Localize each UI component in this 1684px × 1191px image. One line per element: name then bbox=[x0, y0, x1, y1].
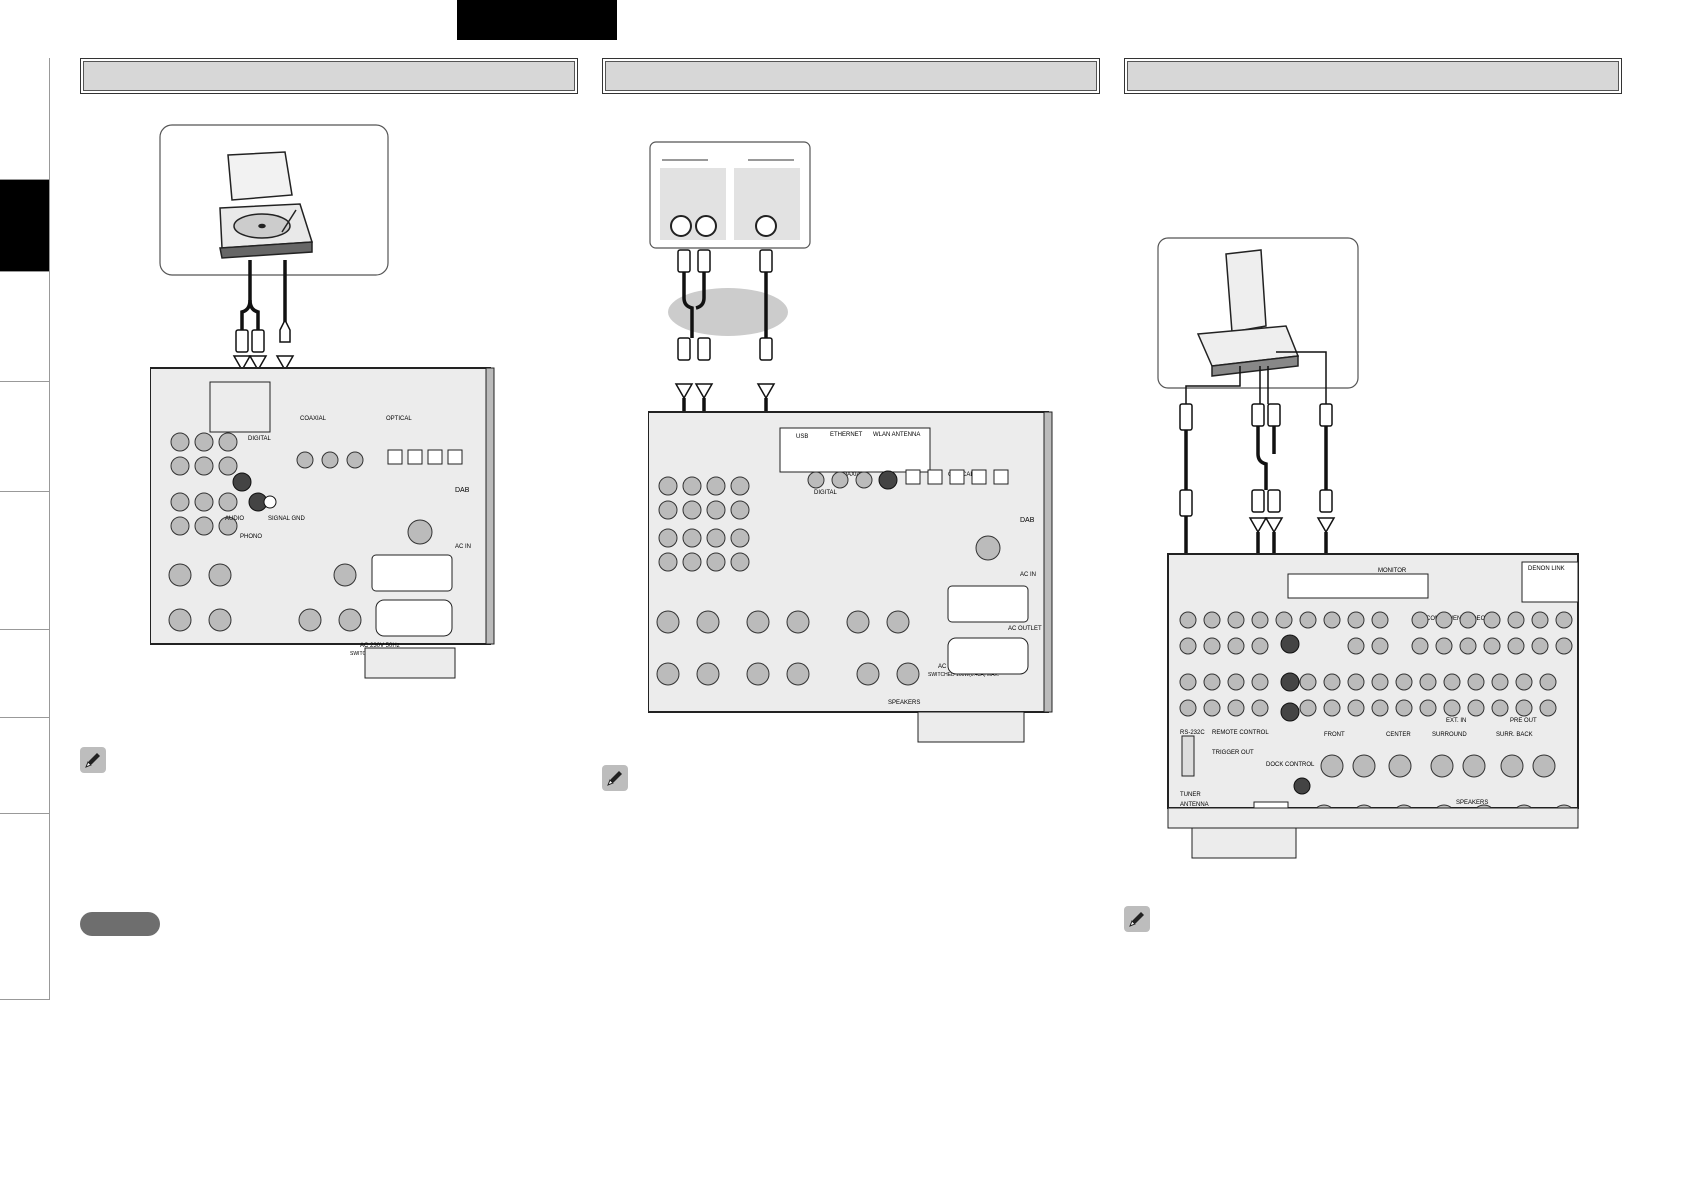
panel-label-usb: USB bbox=[796, 434, 808, 440]
panel-label-audio: AUDIO bbox=[225, 516, 244, 522]
panel-label-component-video: COMPONENT VIDEO bbox=[1426, 616, 1486, 622]
panel-label-ext-in: EXT. IN bbox=[1446, 718, 1466, 724]
panel-label-phono: PHONO bbox=[240, 534, 262, 540]
panel-label-coaxial-2: COAXIAL bbox=[838, 472, 865, 478]
panel-label-ac-rating: AC 230V 50Hz bbox=[360, 643, 400, 649]
side-tab-7[interactable] bbox=[0, 718, 50, 814]
panel-label-front: FRONT bbox=[1324, 732, 1345, 738]
top-section-tab[interactable] bbox=[457, 0, 617, 40]
panel-label-wlan: WLAN ANTENNA bbox=[873, 432, 920, 438]
panel-label-ac-in-2: AC IN bbox=[1020, 572, 1036, 578]
figure-coaxial-connection: USB ETHERNET WLAN ANTENNA COAXIAL OPTICA… bbox=[648, 141, 1053, 743]
panel-label-center: CENTER bbox=[1386, 732, 1411, 738]
section-header-1 bbox=[80, 58, 578, 94]
pencil-icon bbox=[80, 747, 106, 773]
panel-label-speakers-2: SPEAKERS bbox=[888, 700, 920, 706]
panel-label-digital: DIGITAL bbox=[248, 436, 272, 442]
side-tab-4[interactable] bbox=[0, 382, 50, 492]
panel-label-antenna: ANTENNA bbox=[1180, 802, 1209, 808]
panel-label-optical: OPTICAL bbox=[386, 416, 412, 422]
panel-label-signal-gnd: SIGNAL GND bbox=[268, 516, 305, 522]
figure-dock-connection: MONITOR DENON LINK COMPONENT VIDEO RS-23… bbox=[1157, 237, 1579, 859]
ground-lug bbox=[279, 318, 291, 343]
dock-device-box bbox=[1157, 237, 1359, 389]
pencil-icon bbox=[602, 765, 628, 791]
panel-label-remote-control: REMOTE CONTROL bbox=[1212, 730, 1269, 736]
side-tab-5[interactable] bbox=[0, 492, 50, 630]
source-device-box bbox=[649, 141, 811, 249]
caution-badge bbox=[80, 912, 160, 936]
turntable-device-box bbox=[159, 124, 389, 276]
side-tab-8[interactable] bbox=[0, 814, 50, 1000]
turntable-icon bbox=[219, 151, 314, 259]
panel-label-dab-2: DAB bbox=[1020, 517, 1035, 524]
panel-label-speakers-3: SPEAKERS bbox=[1456, 800, 1488, 806]
rca-plugs-top bbox=[677, 249, 773, 361]
dock-icon bbox=[1196, 249, 1300, 377]
panel-label-coaxial: COAXIAL bbox=[300, 416, 327, 422]
panel-label-rs232c: RS-232C bbox=[1180, 730, 1205, 736]
panel-label-ethernet: ETHERNET bbox=[830, 432, 863, 438]
side-tab-3[interactable] bbox=[0, 272, 50, 382]
panel-label-digital-2: DIGITAL bbox=[814, 490, 838, 496]
pencil-icon bbox=[1124, 906, 1150, 932]
panel-label-denon-link: DENON LINK bbox=[1528, 566, 1565, 572]
panel-label-dock-control: DOCK CONTROL bbox=[1266, 762, 1315, 768]
cable-highlight bbox=[668, 288, 788, 336]
side-tab-1[interactable] bbox=[0, 58, 50, 180]
panel-label-tuner: TUNER bbox=[1180, 792, 1201, 798]
panel-label-surround: SURROUND bbox=[1432, 732, 1467, 738]
side-tab-2-active[interactable] bbox=[0, 180, 50, 272]
side-tab-6[interactable] bbox=[0, 630, 50, 718]
receiver-foot-3 bbox=[1191, 827, 1297, 859]
panel-label-switched-2: SWITCHED 100W(0.43A) MAX. bbox=[928, 672, 999, 678]
panel-label-trigger-out: TRIGGER OUT bbox=[1212, 750, 1254, 756]
receiver-foot-2 bbox=[917, 711, 1025, 743]
panel-label-ac-in: AC IN bbox=[455, 544, 471, 550]
section-header-3 bbox=[1124, 58, 1622, 94]
panel-label-ac-outlet-2: AC OUTLET bbox=[1008, 626, 1042, 632]
receiver-foot-1 bbox=[364, 647, 456, 679]
section-header-2 bbox=[602, 58, 1100, 94]
panel-label-pre-out: PRE OUT bbox=[1510, 718, 1537, 724]
panel-label-monitor: MONITOR bbox=[1378, 568, 1407, 574]
figure-turntable-connection: AUDIO PHONO SIGNAL GND DIGITAL COAXIAL O… bbox=[150, 124, 495, 679]
panel-label-dab: DAB bbox=[455, 487, 470, 494]
panel-label-surr-back: SURR. BACK bbox=[1496, 732, 1533, 738]
rca-plug-left bbox=[235, 329, 265, 353]
